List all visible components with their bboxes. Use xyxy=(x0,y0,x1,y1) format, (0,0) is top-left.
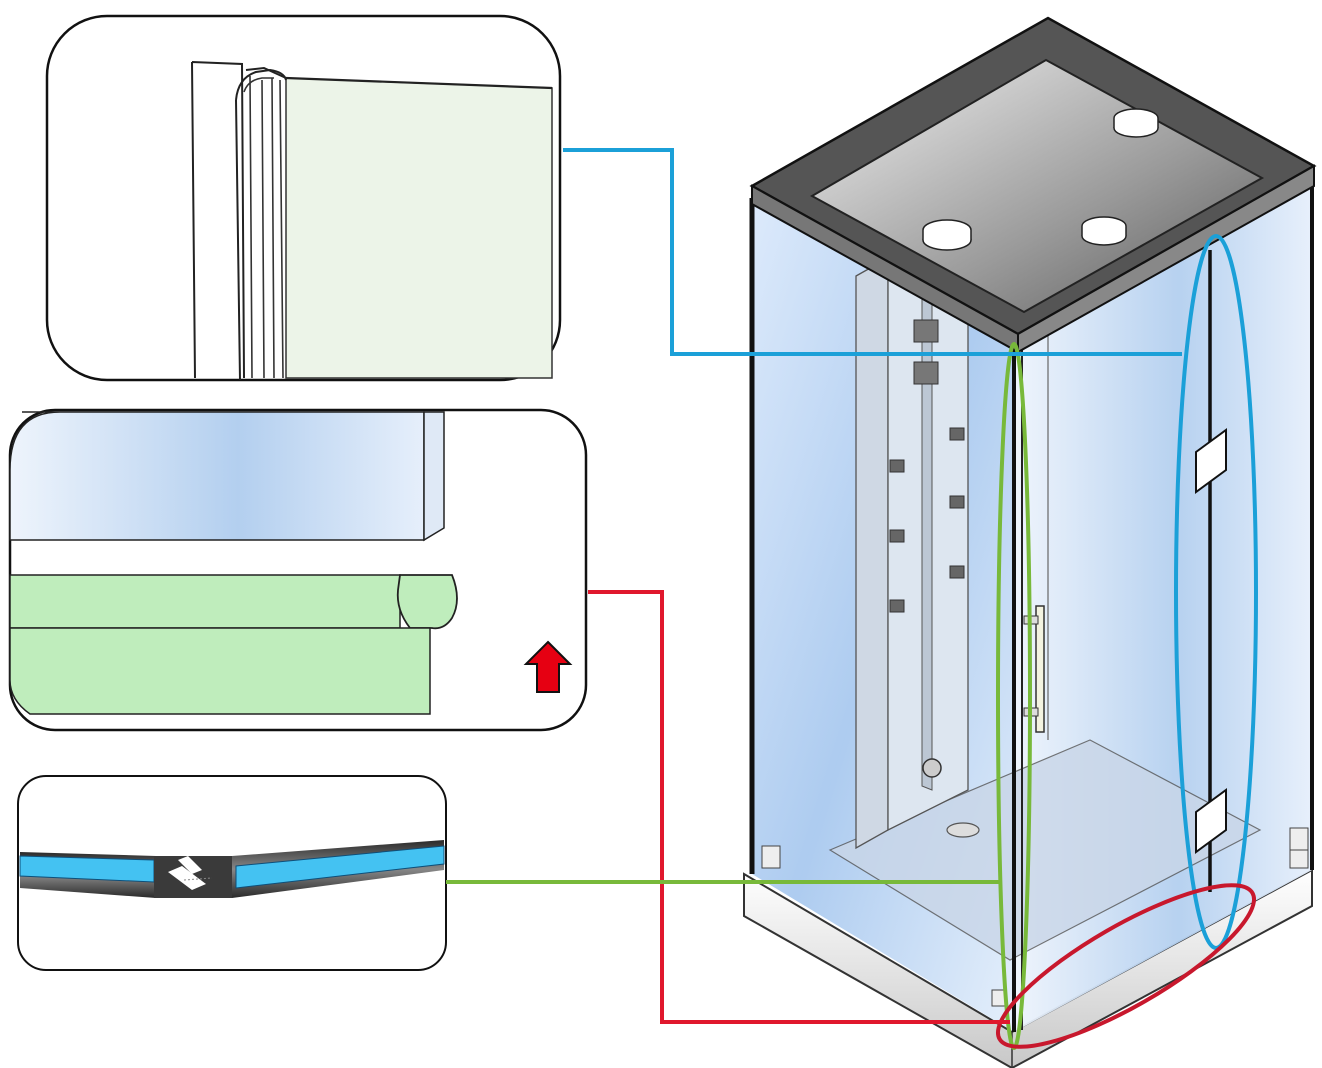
leader-line-red xyxy=(588,590,1010,1024)
leader-line-blue xyxy=(563,148,1182,356)
arrow-up-icon xyxy=(523,640,573,693)
jet-icon xyxy=(949,427,965,441)
faucet-knob-icon xyxy=(922,758,942,778)
jet-icon xyxy=(889,529,905,543)
hinge-icon xyxy=(1195,428,1227,494)
sweep-seal-upper xyxy=(9,574,401,629)
sweep-seal-lip xyxy=(396,574,458,630)
shower-column xyxy=(855,256,889,850)
drain-icon xyxy=(946,822,980,838)
jet-icon xyxy=(913,361,939,385)
jet-icon xyxy=(949,495,965,509)
sweep-seal-lower xyxy=(9,627,431,715)
hinge-icon xyxy=(1195,788,1227,854)
door-handle[interactable] xyxy=(1035,605,1045,733)
jet-icon xyxy=(913,319,939,343)
inner-floor xyxy=(828,739,1262,961)
wall-profile xyxy=(191,61,245,379)
bracket-icon xyxy=(761,845,781,869)
jet-icon xyxy=(949,565,965,579)
jet-icon xyxy=(889,459,905,473)
bottom-sweep-seal-detail xyxy=(8,408,588,732)
vertical-glass-seal-detail xyxy=(45,14,562,382)
glass-panel-green xyxy=(285,77,553,379)
red-ellipse-bottom-edge xyxy=(995,883,1257,1049)
shower-cabin xyxy=(743,16,1317,1068)
seal-strip-lines xyxy=(249,75,284,379)
jet-icon xyxy=(889,599,905,613)
light-icon xyxy=(922,219,972,251)
light-icon xyxy=(1081,216,1127,246)
magnetic-door-seal-detail xyxy=(17,775,447,971)
light-icon xyxy=(1113,108,1159,138)
glass-edge-block xyxy=(9,411,425,541)
bracket-icon xyxy=(1289,827,1309,851)
magnetic-strip-right xyxy=(235,845,445,889)
blue-ellipse-hinged-edge xyxy=(1174,234,1258,950)
